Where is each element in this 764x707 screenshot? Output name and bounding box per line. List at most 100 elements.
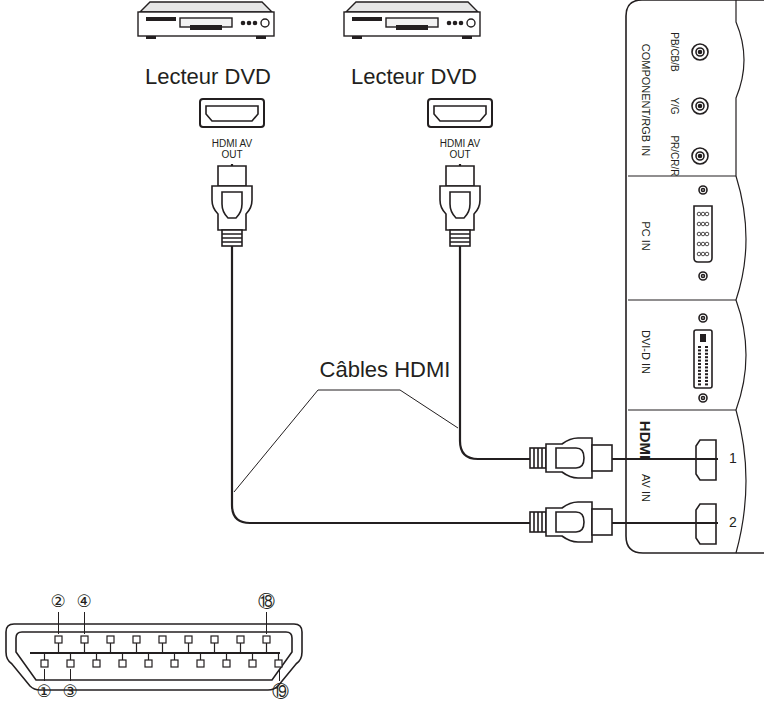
dvd-player: Lecteur DVD [124, 0, 292, 164]
pin-stem [252, 653, 253, 660]
hdmi-pin [81, 636, 88, 643]
hdmi-cable [232, 164, 718, 523]
dvi-pin [698, 383, 701, 385]
pin-stem [214, 643, 215, 653]
dvi-pin [705, 377, 708, 379]
hdmi-pin [171, 660, 178, 667]
vga-pin [697, 252, 701, 256]
vga-pin [701, 252, 705, 256]
dvd-player [344, 2, 480, 39]
callout-leader [279, 669, 280, 681]
vga-pin [705, 242, 709, 246]
panel-label: PB/CB/B [669, 32, 680, 71]
panel-label: DVI-D IN [639, 330, 651, 374]
hdmi-input-port: 1 [718, 448, 748, 470]
hdmi-plug [212, 166, 480, 246]
dvi-pin [698, 373, 701, 375]
pin-stem [96, 653, 97, 660]
hdmi-pin [249, 660, 256, 667]
hdmi-pin [107, 636, 114, 643]
pin-stem [278, 653, 279, 660]
hdmi-pin [41, 660, 48, 667]
dvi-pin [705, 363, 708, 365]
node-label: Lecteur DVD [330, 64, 498, 89]
hdmi-pin [55, 636, 62, 643]
port-label: HDMI AV OUT [210, 139, 254, 160]
hdmi-pin [223, 660, 230, 667]
hdmi-pin [159, 636, 166, 643]
panel-label: AV IN [639, 474, 651, 502]
port-label: HDMI AV OUT [438, 139, 482, 160]
pin-stem [266, 643, 267, 653]
dvi-pin [698, 380, 701, 382]
dvi-pin [705, 383, 708, 385]
panel-label: Y/G [669, 97, 680, 114]
hdmi-cable [460, 164, 718, 459]
panel-label: COMPONENT/RGB IN [639, 44, 651, 156]
panel-label: PC IN [639, 221, 651, 250]
panel-label: PR/CR/R [669, 135, 680, 176]
dvi-pin [698, 346, 701, 348]
pin-stem [44, 653, 45, 660]
pin-stem [226, 653, 227, 660]
callout-leader [70, 669, 71, 681]
dvi-pin [698, 370, 701, 372]
callout-number: ⑱ [258, 593, 275, 611]
pin-stem [188, 643, 189, 653]
pin-stem [136, 643, 137, 653]
hdmi-pin [133, 636, 140, 643]
dvi-pin [705, 346, 708, 348]
vga-pin [697, 212, 701, 216]
hdmi-pin [197, 660, 204, 667]
dvi-pin [705, 366, 708, 368]
node-label: Lecteur DVD [124, 64, 292, 89]
callout-leader [266, 612, 267, 634]
hdmi-pin-diagram [6, 612, 302, 690]
pin-stem [84, 643, 85, 653]
dvi-pin [705, 349, 708, 351]
leader-line [234, 390, 458, 492]
hdmi-pin [93, 660, 100, 667]
dvi-pin [705, 380, 708, 382]
vga-pin [701, 222, 705, 226]
pin-stem [70, 653, 71, 660]
dvi-pin [698, 356, 701, 358]
hdmi-input-port: 2 [718, 512, 748, 534]
callout-number: ① [36, 683, 51, 701]
dvi-pin [698, 353, 701, 355]
hdmi-pin [237, 636, 244, 643]
node-label: 2 [718, 514, 748, 530]
vga-pin [701, 232, 705, 236]
dvi-pin [698, 377, 701, 379]
vga-pin [705, 232, 709, 236]
hdmi-plug [530, 438, 612, 542]
callout-leader [84, 612, 85, 634]
dvd-player [138, 2, 274, 39]
pin-stem [174, 653, 175, 660]
callout-number: ⑲ [272, 683, 289, 701]
dvi-pin [705, 356, 708, 358]
hdmi-pin [119, 660, 126, 667]
hdmi-pin [185, 636, 192, 643]
node-label: 1 [718, 450, 748, 466]
hdmi-port-icon [200, 99, 492, 127]
dvi-pin [700, 334, 706, 342]
pin-stem [200, 653, 201, 660]
vga-pin [701, 212, 705, 216]
cable-label: Câbles HDMI [320, 358, 451, 381]
vga-pin [697, 232, 701, 236]
hdmi-pin [145, 660, 152, 667]
pin-stem [122, 653, 123, 660]
pin-stem [58, 643, 59, 653]
pin-stem [162, 643, 163, 653]
hdmi-pin [275, 660, 282, 667]
hdmi-pin [263, 636, 270, 643]
pin-stem [240, 643, 241, 653]
dvi-pin [698, 363, 701, 365]
vga-pin [705, 212, 709, 216]
dvi-pin [705, 360, 708, 362]
dvi-pin [705, 370, 708, 372]
dvi-pin [705, 353, 708, 355]
display-panel [626, 0, 764, 553]
